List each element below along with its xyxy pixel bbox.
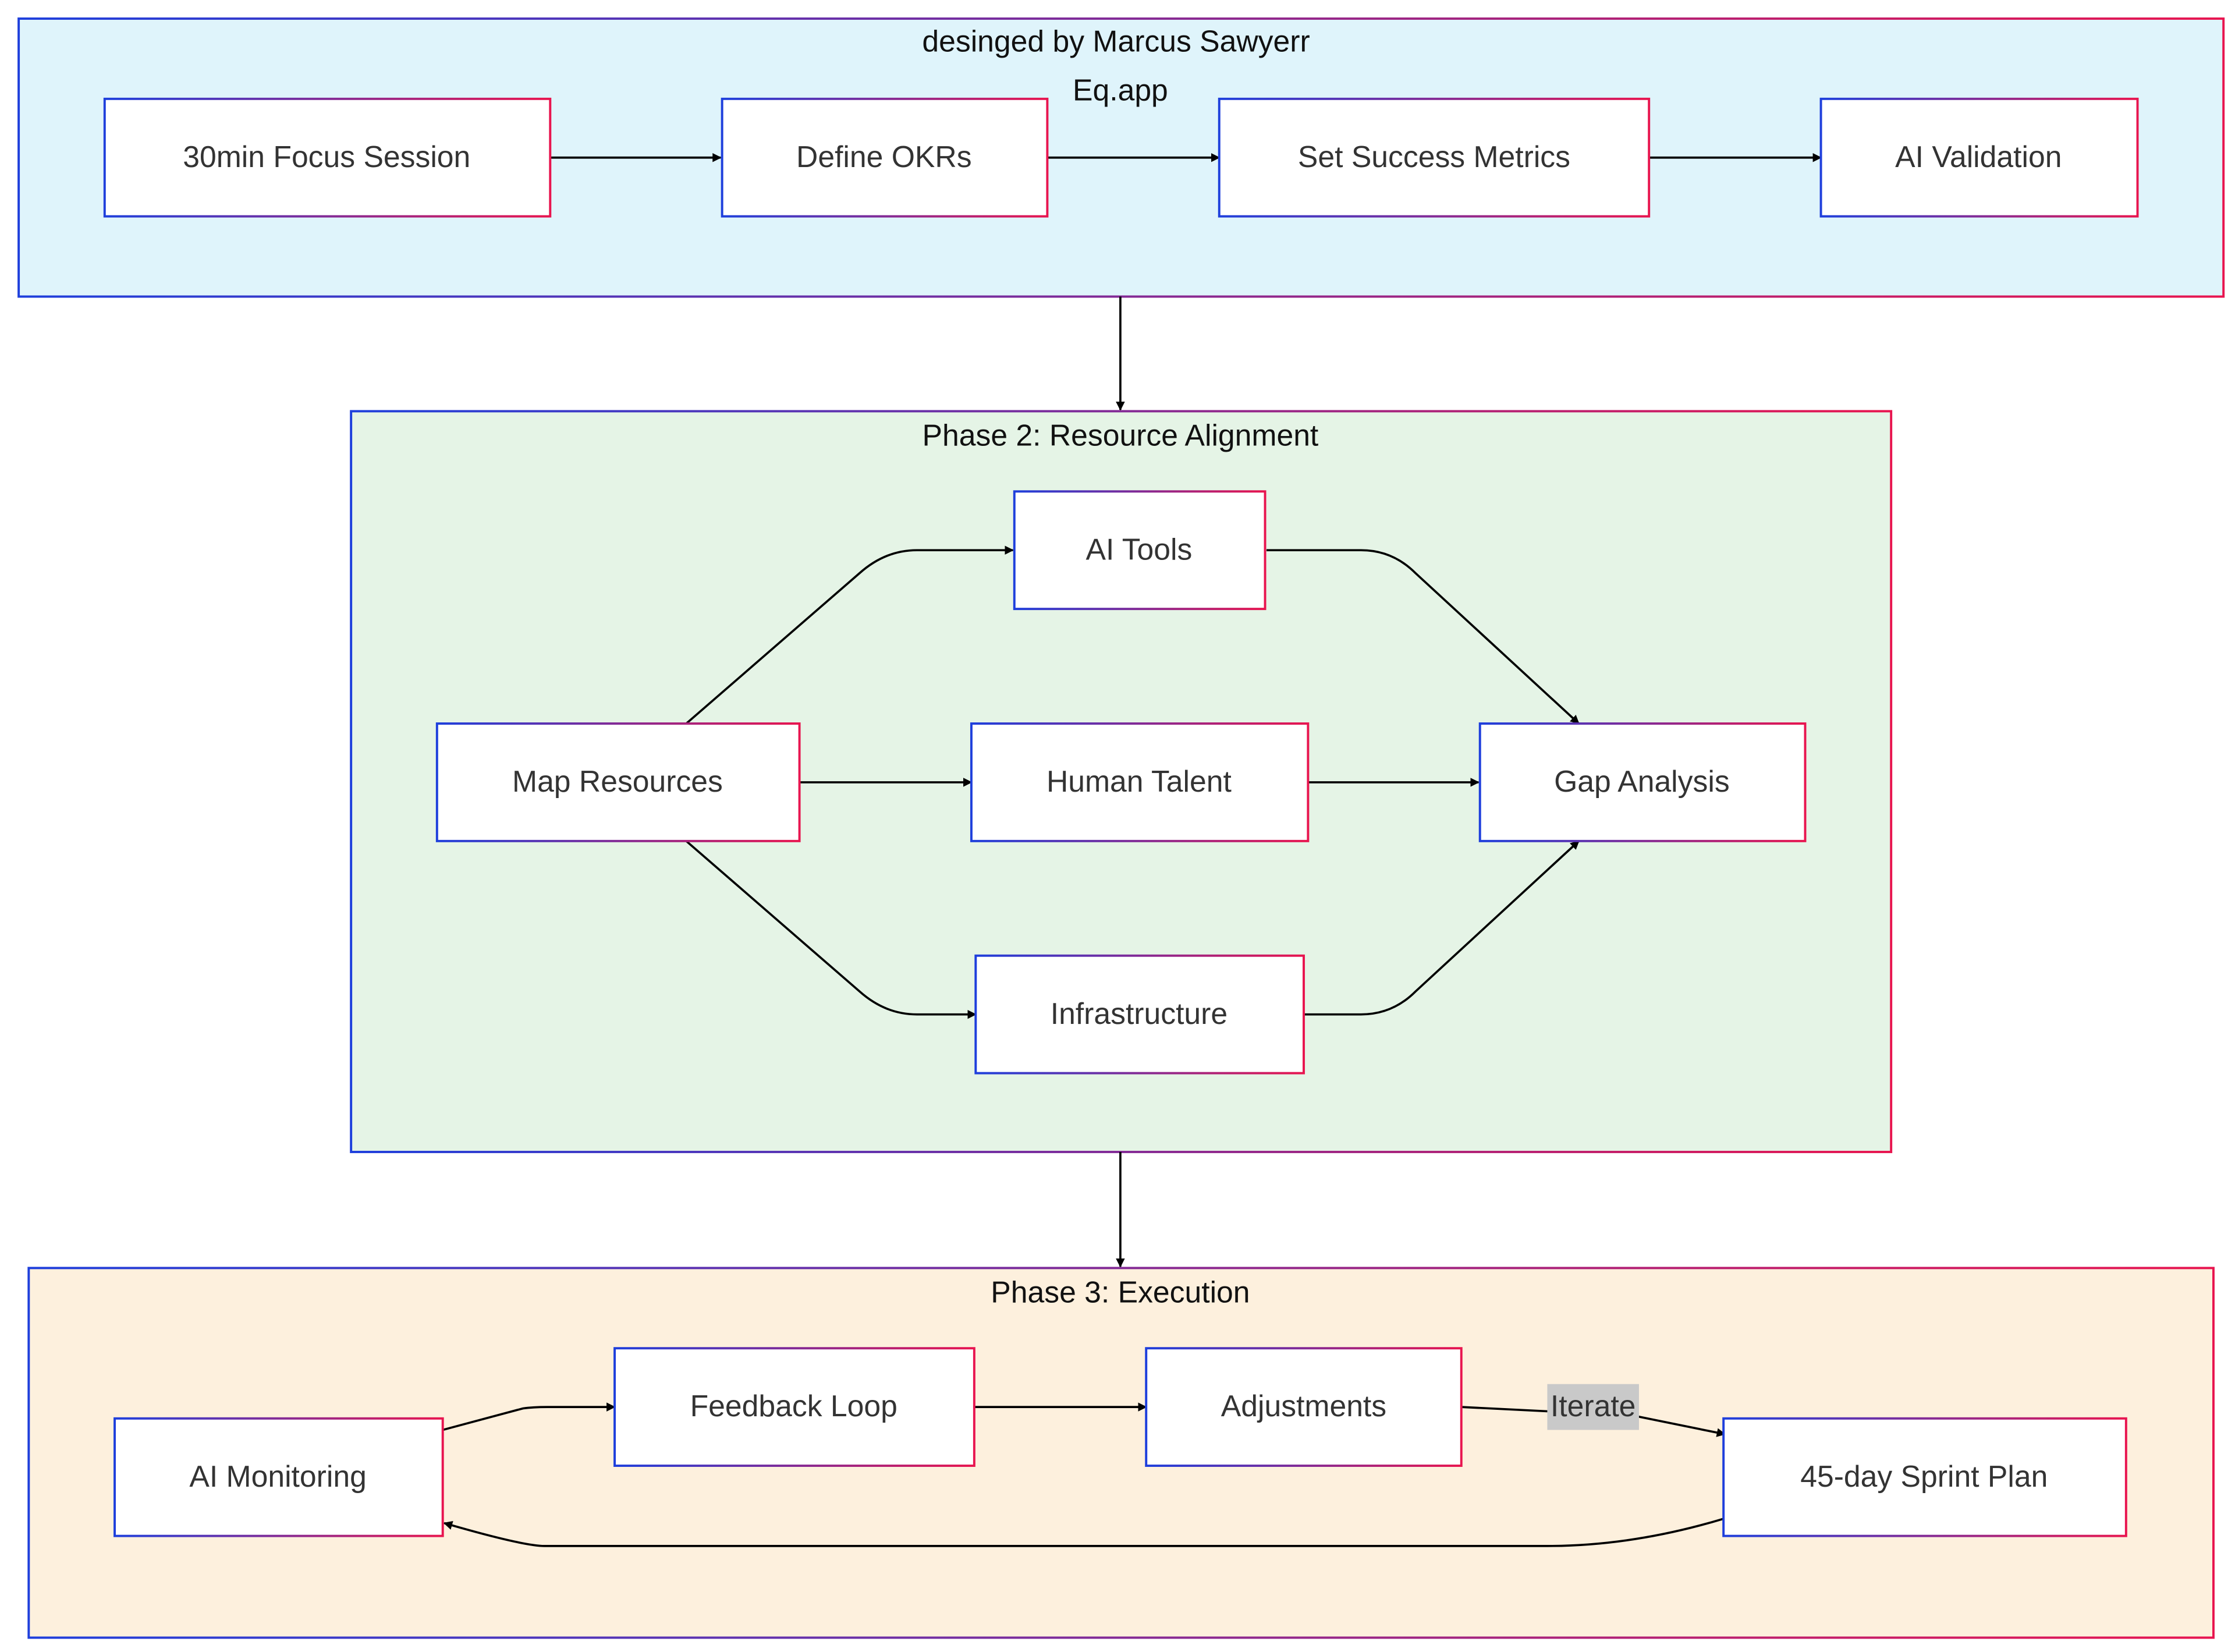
node-focus-session[interactable]: 30min Focus Session xyxy=(103,97,552,218)
node-label-success-metrics: Set Success Metrics xyxy=(1298,140,1570,173)
cluster-subtitle-phase-1: Eq.app xyxy=(1073,73,1168,107)
node-label-focus-session: 30min Focus Session xyxy=(183,140,470,173)
node-define-okrs[interactable]: Define OKRs xyxy=(721,97,1049,218)
node-feedback-loop[interactable]: Feedback Loop xyxy=(613,1347,975,1467)
edge-infra-to-gap xyxy=(1303,840,1580,1016)
node-label-infrastructure: Infrastructure xyxy=(1051,997,1228,1030)
node-label-ai-monitoring: AI Monitoring xyxy=(189,1459,366,1493)
node-label-feedback-loop: Feedback Loop xyxy=(690,1389,897,1423)
edge-monitoring-to-feedback xyxy=(442,1402,616,1431)
node-ai-validation[interactable]: AI Validation xyxy=(1819,97,2139,218)
cluster-title-phase-1: desinged by Marcus Sawyerr xyxy=(922,24,1310,58)
edge-aitools-to-gap xyxy=(1266,549,1580,725)
node-label-human-talent: Human Talent xyxy=(1046,764,1232,798)
node-label-sprint-plan: 45-day Sprint Plan xyxy=(1800,1459,2048,1493)
node-human-talent[interactable]: Human Talent xyxy=(970,722,1310,842)
node-label-gap-analysis: Gap Analysis xyxy=(1554,764,1730,798)
node-label-ai-validation: AI Validation xyxy=(1895,140,2062,173)
cluster-title-phase-2: Phase 2: Resource Alignment xyxy=(923,418,1319,452)
node-label-ai-tools: AI Tools xyxy=(1085,532,1192,566)
edge-sprint-to-monitoring xyxy=(443,1518,1724,1547)
edge-map-to-aitools xyxy=(685,545,1014,725)
node-adjustments[interactable]: Adjustments xyxy=(1145,1347,1463,1467)
node-infrastructure[interactable]: Infrastructure xyxy=(974,954,1305,1075)
edges xyxy=(442,153,1822,1547)
edge-label-iterate: Iterate xyxy=(1547,1384,1639,1430)
cluster-title-phase-3: Phase 3: Execution xyxy=(991,1275,1250,1309)
node-map-resources[interactable]: Map Resources xyxy=(435,722,801,842)
node-label-adjustments: Adjustments xyxy=(1221,1389,1386,1423)
node-success-metrics[interactable]: Set Success Metrics xyxy=(1218,97,1651,218)
node-ai-tools[interactable]: AI Tools xyxy=(1013,490,1266,611)
node-label-define-okrs: Define OKRs xyxy=(796,140,972,173)
node-gap-analysis[interactable]: Gap Analysis xyxy=(1478,722,1807,842)
node-label-map-resources: Map Resources xyxy=(512,764,723,798)
edge-label-iterate-text: Iterate xyxy=(1551,1389,1636,1423)
edge-map-to-infra xyxy=(685,840,977,1019)
node-sprint-plan[interactable]: 45-day Sprint Plan xyxy=(1722,1417,2127,1537)
node-ai-monitoring[interactable]: AI Monitoring xyxy=(113,1417,444,1537)
